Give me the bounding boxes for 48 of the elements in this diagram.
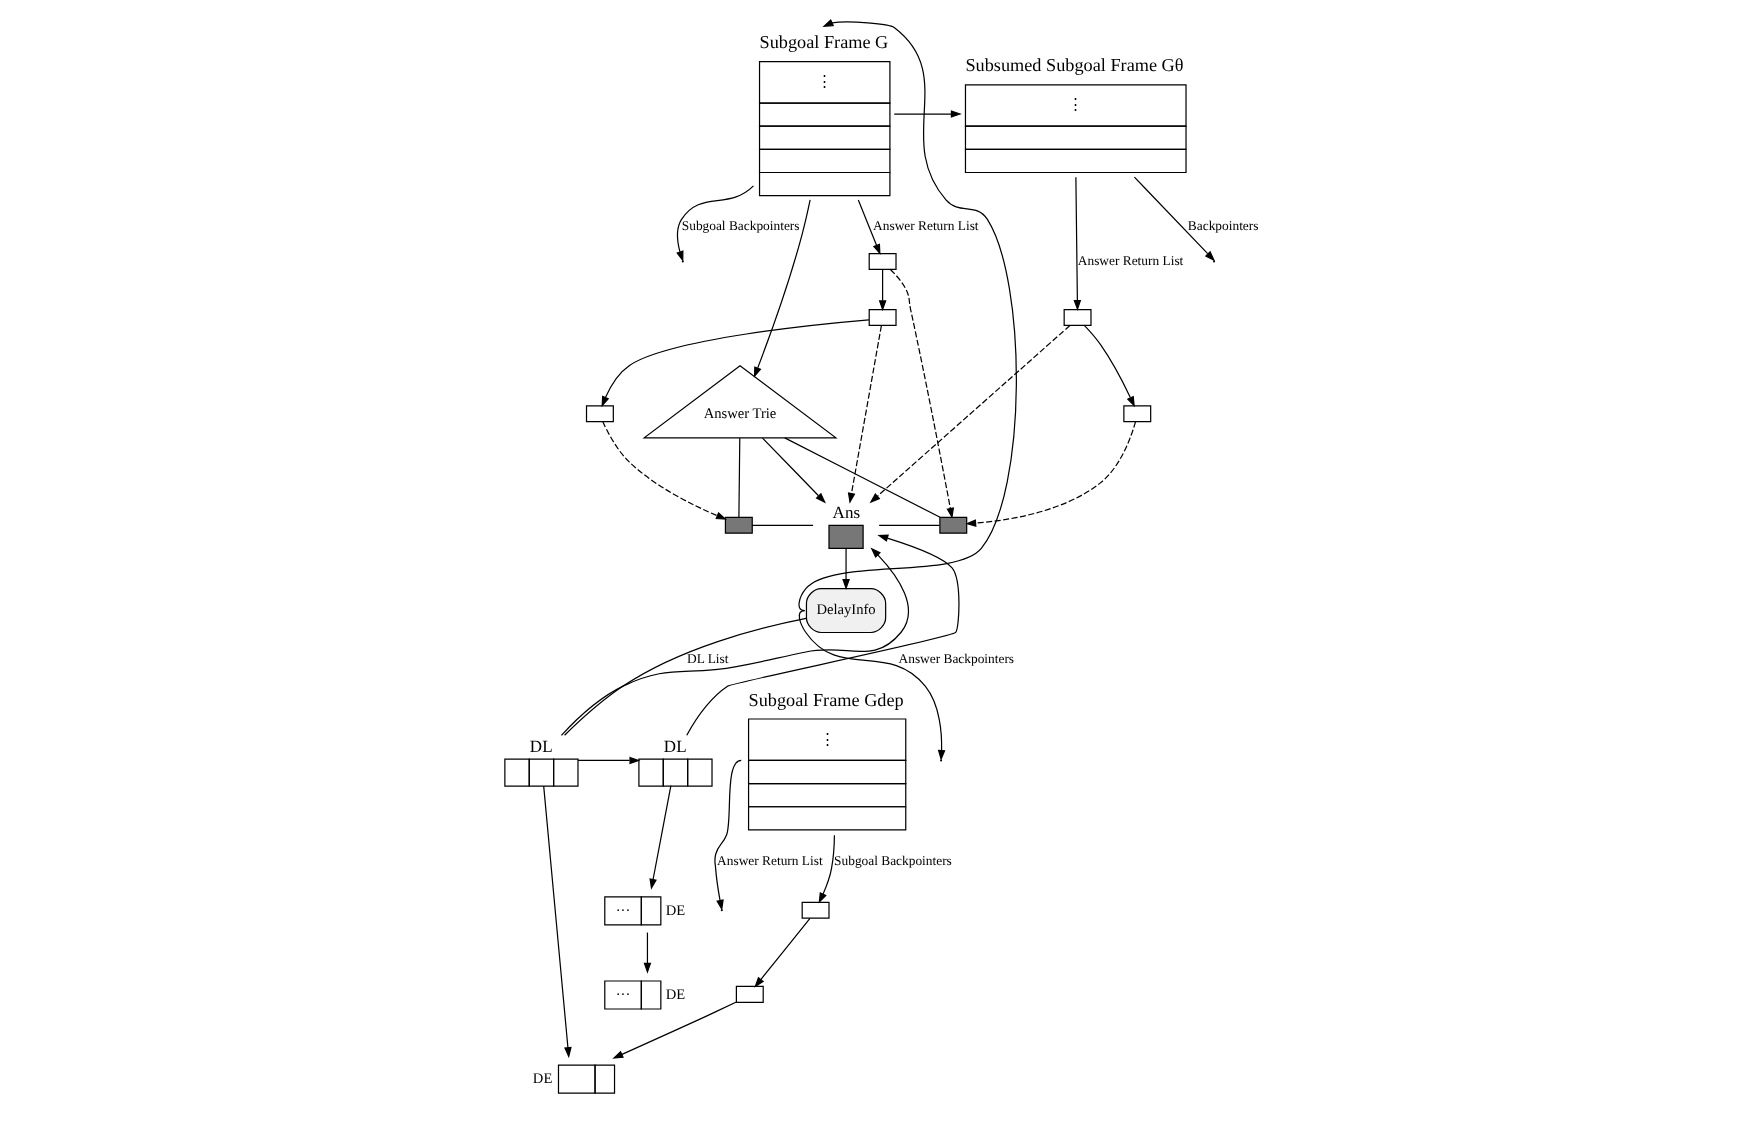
node-box <box>939 516 968 534</box>
node-box <box>735 985 764 1003</box>
connector <box>878 524 940 526</box>
arrow <box>754 917 811 988</box>
node-label: Subgoal Frame Gdep <box>748 689 904 710</box>
arrow <box>649 785 672 890</box>
node-label: DL <box>663 736 687 757</box>
node-label: Ans <box>832 502 861 523</box>
node-box <box>1063 308 1092 327</box>
node-label: Subgoal Frame G <box>759 32 889 53</box>
node-label: Subsumed Subgoal Frame Gθ <box>965 55 1184 76</box>
arrow <box>602 421 727 520</box>
node-box <box>868 308 897 327</box>
arrow <box>869 324 1071 504</box>
node-box <box>1123 405 1152 423</box>
arrow <box>857 199 881 256</box>
arrow <box>612 1001 737 1059</box>
node-box <box>801 901 830 919</box>
arrow <box>818 834 836 904</box>
arrow <box>714 759 742 911</box>
arrow <box>577 756 641 765</box>
connector <box>564 617 807 736</box>
connector <box>738 437 741 518</box>
arrow <box>761 437 826 504</box>
arrow <box>676 185 755 262</box>
arrow <box>798 19 1017 612</box>
arrow <box>965 421 1137 527</box>
arrow <box>543 785 572 1059</box>
node-box <box>585 405 614 423</box>
arrow <box>890 269 955 519</box>
node-box <box>724 516 753 534</box>
node-label: DL <box>529 736 553 757</box>
arrow <box>798 609 946 761</box>
node-box <box>868 252 897 270</box>
arrow <box>1083 325 1135 408</box>
arrow <box>601 319 870 408</box>
arrow <box>1073 176 1082 311</box>
arrow <box>1133 176 1216 262</box>
arrow <box>643 931 652 974</box>
arrow <box>893 110 962 118</box>
connector <box>751 524 814 526</box>
connector <box>784 437 941 518</box>
arrow <box>753 199 811 378</box>
arrow <box>847 324 882 504</box>
arrow <box>842 548 850 591</box>
arrow <box>560 547 910 736</box>
arrow <box>878 269 887 312</box>
arrow <box>686 534 960 736</box>
